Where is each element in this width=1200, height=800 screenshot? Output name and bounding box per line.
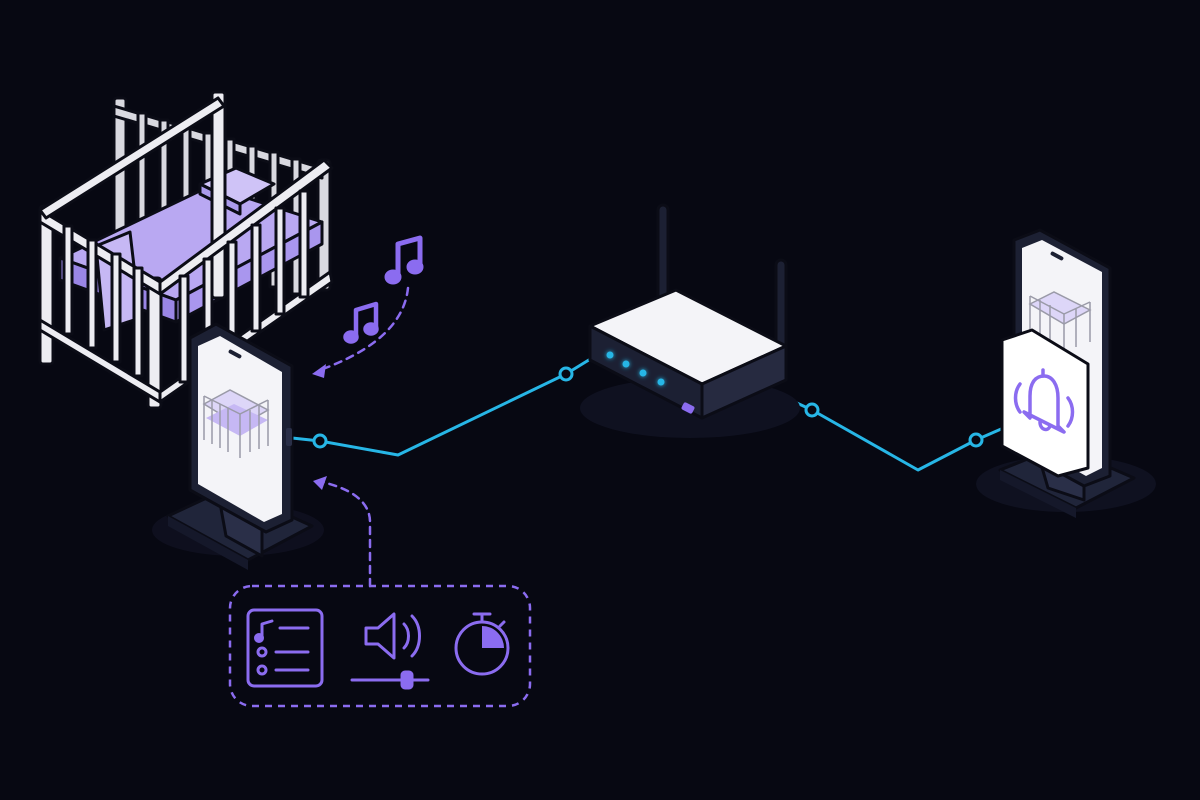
ringing-bell-icon: [1013, 368, 1075, 434]
music-note-icon: [384, 235, 424, 285]
phone-on-stand-icon: [152, 322, 324, 570]
status-light: [639, 369, 647, 377]
controls-path: [320, 480, 372, 588]
timer-icon[interactable]: [454, 612, 510, 676]
phone-on-stand-icon: [976, 228, 1156, 518]
link-node: [558, 366, 574, 382]
router-port-light: [681, 402, 695, 414]
link-baby-phone-to-router: [290, 356, 594, 457]
crib-icon: [38, 90, 334, 410]
link-node: [804, 402, 820, 418]
alert-card: [1000, 328, 1090, 478]
music-path: [318, 286, 410, 372]
connection-nodes: [312, 366, 984, 449]
link-node: [312, 433, 328, 449]
dashed-links: [318, 286, 410, 588]
wifi-router-icon: [580, 203, 800, 438]
router-status-lights: [606, 351, 665, 386]
arrow-head: [312, 364, 326, 378]
volume-slider-icon[interactable]: [350, 612, 430, 690]
crib-thumbnail-icon: [1028, 291, 1092, 350]
status-light: [606, 351, 614, 359]
link-node: [968, 432, 984, 448]
controls-panel: [228, 584, 532, 708]
status-light: [657, 378, 665, 386]
music-note-icon: [343, 301, 379, 344]
link-router-to-parent-phone: [784, 396, 1010, 472]
status-light: [622, 360, 630, 368]
arrow-head: [313, 476, 327, 490]
playlist-icon[interactable]: [246, 608, 324, 688]
connection-lines: [290, 356, 1010, 472]
crib-thumbnail-icon: [202, 389, 270, 458]
